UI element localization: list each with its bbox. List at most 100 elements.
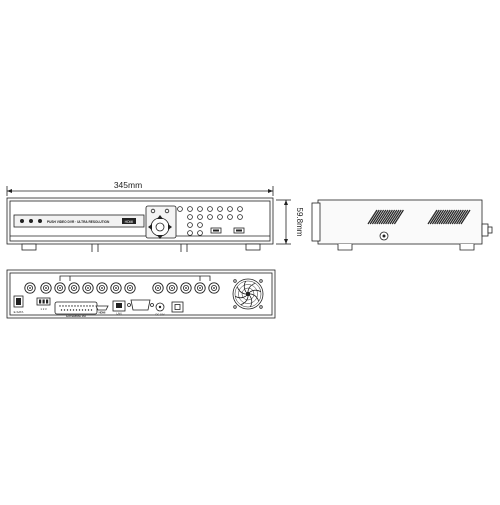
channel-button[interactable] [197,230,203,236]
bnc-pin [87,287,89,289]
channel-button[interactable] [187,214,193,220]
channel-button[interactable] [197,206,203,212]
bnc-pin [157,287,159,289]
arrow-left-icon[interactable] [148,224,152,230]
vga-connector[interactable] [130,299,151,311]
bnc-connector[interactable] [68,282,80,294]
vent-slot [371,209,382,225]
side-foot-left [337,244,353,251]
enter-button[interactable] [164,208,170,214]
hdmi-port-label: HDMI [99,311,106,315]
channel-button[interactable] [177,206,183,212]
channel-button[interactable] [217,214,223,220]
arrow-down-icon[interactable] [157,235,163,239]
bnc-connector[interactable] [82,282,94,294]
vent-slot [369,209,380,225]
vent-slot [389,209,400,225]
io-pin [80,305,82,307]
channel-button[interactable] [187,222,193,228]
side-foot-right [459,244,475,251]
fan-ring [241,287,255,301]
bnc-connector[interactable] [166,282,178,294]
io-pin [78,309,81,311]
io-pin [84,309,87,311]
channel-button[interactable] [197,214,203,220]
menu-button[interactable] [150,208,156,214]
bnc-pin [171,287,173,289]
channel-button[interactable] [187,206,193,212]
vent-slot [427,209,438,225]
bnc-pin [73,287,75,289]
dc-jack-label: DC 19V [155,313,164,317]
bnc-connector[interactable] [110,282,122,294]
io-pin [60,309,63,311]
arrow-right-icon[interactable] [168,224,172,230]
channel-button[interactable] [187,230,193,236]
hdmi-badge-label: HDMI [125,220,134,224]
channel-button[interactable] [217,206,223,212]
bnc-pin [185,287,187,289]
vent-slot [460,209,471,225]
io-pin [74,305,76,307]
io-pin [89,305,91,307]
vent-slot [385,209,396,225]
fan-blade [249,295,253,307]
external-io-connector[interactable] [54,301,98,315]
channel-button[interactable] [227,214,233,220]
fan-ring [238,284,258,304]
bnc-connector[interactable] [194,282,206,294]
vent-slot [434,209,445,225]
side-vent-left [367,209,404,225]
front-view [6,186,274,252]
bnc-connector[interactable] [54,282,66,294]
bnc-connector[interactable] [180,282,192,294]
bnc-connector[interactable] [24,282,36,294]
led-hdd-icon [28,218,33,223]
external-io-label: EXTERNAL I/O [66,314,86,318]
vent-slot [391,209,402,225]
channel-button[interactable] [207,206,213,212]
vent-slot [451,209,462,225]
channel-button[interactable] [227,206,233,212]
io-pin [72,309,75,311]
io-pin [87,309,90,311]
lan-port-label: LAN [116,312,121,316]
front-foot-left [21,243,37,251]
vent-slot [387,209,398,225]
vent-slot [367,209,378,225]
led-rec-icon [38,218,43,223]
channel-button[interactable] [207,214,213,220]
channel-button[interactable] [237,206,243,212]
bnc-connector[interactable] [208,282,220,294]
io-pin [77,305,79,307]
arrow-up-icon[interactable] [157,215,163,219]
bnc-connector[interactable] [96,282,108,294]
vent-slot [453,209,464,225]
fan-blade [240,296,249,306]
hdmi-port[interactable] [95,305,109,311]
io-pin [66,309,69,311]
width-dimension-label: 345mm [114,180,142,190]
vent-slot [456,209,467,225]
bnc-connector[interactable] [152,282,164,294]
vent-slot [374,209,385,225]
bnc-pin [101,287,103,289]
rear-view [6,269,276,319]
side-view [276,199,493,251]
channel-button[interactable] [237,214,243,220]
bnc-pin [59,287,61,289]
esata-label: E-SATA [14,310,24,314]
channel-button[interactable] [197,222,203,228]
io-pin [68,305,70,307]
bnc-connector[interactable] [40,282,52,294]
fan-blade [250,293,260,302]
bnc-connector[interactable] [124,282,136,294]
vent-slot [440,209,451,225]
hdmi-badge [122,218,136,224]
front-foot-right [245,243,261,251]
bnc-pin [129,287,131,289]
io-pin [62,305,64,307]
io-pin [90,309,93,311]
